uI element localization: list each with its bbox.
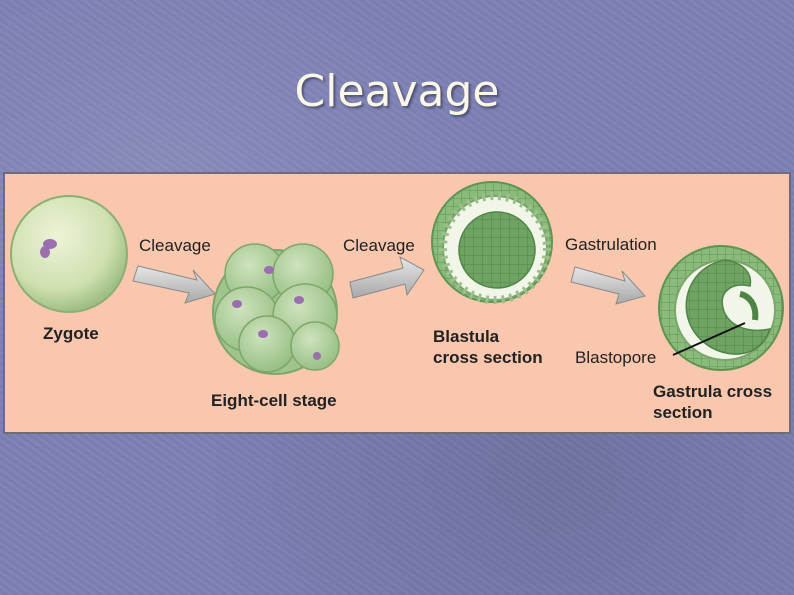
embryo-development-figure: Cleavage Zygote Eight-cell stage Cleavag…	[3, 172, 791, 434]
arrow-1	[132, 265, 216, 304]
slide-title: Cleavage	[294, 66, 500, 117]
zygote-cell	[10, 195, 128, 313]
label-eight-cell-stage: Eight-cell stage	[211, 391, 337, 410]
blastopore-pointer	[672, 322, 746, 356]
label-zygote: Zygote	[43, 324, 99, 343]
label-cleavage-1: Cleavage	[139, 236, 211, 255]
blastula-cross-section	[431, 181, 553, 304]
label-gastrula-cross-section: Gastrula cross section	[653, 382, 773, 422]
label-cleavage-2: Cleavage	[343, 236, 415, 255]
diagram-graphics	[10, 181, 784, 375]
arrow-2	[349, 256, 425, 299]
gastrula-cross-section	[658, 245, 784, 371]
eight-cell-embryo	[212, 243, 340, 375]
label-gastrulation: Gastrulation	[565, 235, 657, 254]
label-blastula-cross-section: Blastula cross section	[433, 327, 543, 367]
label-blastopore: Blastopore	[575, 348, 657, 367]
arrow-3	[570, 266, 646, 305]
